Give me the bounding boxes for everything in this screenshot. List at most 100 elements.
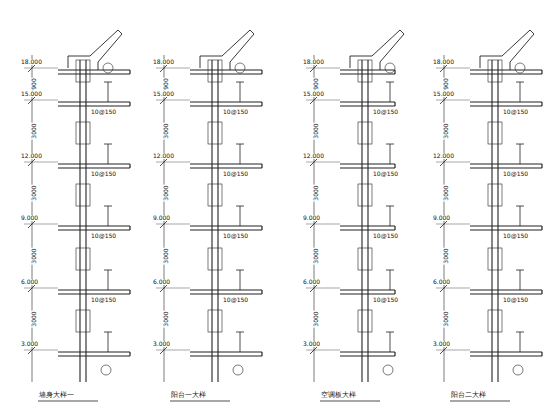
window-opening — [76, 184, 90, 206]
floor-slab — [129, 102, 130, 106]
railing-line — [104, 332, 112, 333]
railing-line — [108, 206, 109, 226]
railing-line — [386, 144, 394, 145]
rebar-note: 10@150 — [372, 171, 399, 177]
extension-line — [156, 288, 190, 289]
floor-slab — [190, 229, 262, 230]
floor-slab — [470, 355, 542, 356]
dimension-text: 3000 — [313, 184, 319, 201]
window-opening — [208, 248, 222, 270]
window-opening — [208, 60, 222, 82]
dimension-text: 900 — [31, 77, 37, 90]
extension-line — [436, 162, 470, 163]
extension-line — [24, 162, 58, 163]
dimension-text: 3000 — [443, 122, 449, 139]
floor-slab — [470, 69, 542, 70]
extension-line — [306, 68, 340, 69]
window-opening — [76, 60, 90, 82]
railing-line — [390, 82, 391, 102]
rebar-note: 10@150 — [222, 109, 249, 115]
floor-slab — [58, 101, 130, 102]
extension-line — [24, 100, 58, 101]
floor-slab — [470, 167, 542, 168]
rebar-note: 10@150 — [222, 233, 249, 239]
floor-slab — [190, 101, 262, 102]
railing-line — [516, 206, 524, 207]
floor-slab — [394, 352, 395, 356]
floor-slab — [340, 225, 395, 226]
wall-section — [436, 30, 542, 401]
wall-line — [361, 60, 362, 382]
extension-line — [306, 288, 340, 289]
dimension-text: 3000 — [313, 122, 319, 139]
floor-slab — [129, 352, 130, 356]
floor-slab — [470, 289, 542, 290]
elevation-mark: 18.000 — [302, 59, 325, 65]
index-circle — [235, 63, 245, 73]
floor-slab — [58, 229, 130, 230]
railing-line — [240, 206, 241, 226]
elevation-mark: 15.000 — [152, 91, 175, 97]
railing-line — [104, 82, 112, 83]
railing-line — [236, 144, 244, 145]
floor-slab — [470, 105, 542, 106]
wall-line — [211, 60, 212, 382]
caption-underline — [320, 401, 380, 402]
detail-caption: 阳台二大样 — [450, 392, 487, 399]
window-opening — [358, 122, 372, 144]
floor-slab — [470, 163, 542, 164]
extension-line — [436, 224, 470, 225]
floor-slab — [58, 225, 130, 226]
index-circle — [385, 63, 395, 73]
floor-slab — [190, 355, 262, 356]
floor-slab — [190, 351, 262, 352]
railing-line — [240, 144, 241, 164]
extension-line — [156, 68, 190, 69]
dimension-text: 3000 — [443, 310, 449, 327]
floor-slab — [470, 351, 542, 352]
railing-line — [386, 270, 394, 271]
floor-slab — [129, 164, 130, 168]
caption-underline — [450, 401, 510, 402]
window-opening — [488, 310, 502, 332]
elevation-mark: 18.000 — [20, 59, 43, 65]
cornice-outline — [68, 30, 122, 70]
wall-section — [156, 30, 262, 401]
railing-line — [108, 82, 109, 102]
floor-slab — [190, 73, 262, 74]
caption-underline — [38, 401, 98, 402]
window-opening — [76, 122, 90, 144]
railing-line — [520, 206, 521, 226]
extension-line — [24, 350, 58, 351]
floor-slab — [394, 226, 395, 230]
floor-slab — [541, 164, 542, 168]
railing-line — [236, 82, 244, 83]
rebar-note: 10@150 — [222, 297, 249, 303]
railing-line — [104, 206, 112, 207]
floor-slab — [190, 105, 262, 106]
floor-slab — [340, 101, 395, 102]
floor-slab — [340, 69, 395, 70]
floor-slab — [470, 101, 542, 102]
elevation-mark: 6.000 — [20, 279, 39, 285]
floor-slab — [129, 290, 130, 294]
dimension-text: 3000 — [31, 184, 37, 201]
floor-slab — [340, 167, 395, 168]
dimension-text: 3000 — [31, 310, 37, 327]
floor-slab — [340, 229, 395, 230]
wall-line — [497, 60, 498, 382]
floor-slab — [58, 355, 130, 356]
dimension-text: 3000 — [163, 247, 169, 264]
floor-slab — [261, 226, 262, 230]
railing-line — [104, 144, 112, 145]
floor-slab — [261, 164, 262, 168]
railing-line — [520, 270, 521, 290]
railing-line — [390, 144, 391, 164]
railing-line — [386, 332, 394, 333]
dimension-text: 3000 — [313, 247, 319, 264]
floor-slab — [261, 352, 262, 356]
window-opening — [358, 184, 372, 206]
floor-slab — [58, 69, 130, 70]
railing-line — [108, 144, 109, 164]
